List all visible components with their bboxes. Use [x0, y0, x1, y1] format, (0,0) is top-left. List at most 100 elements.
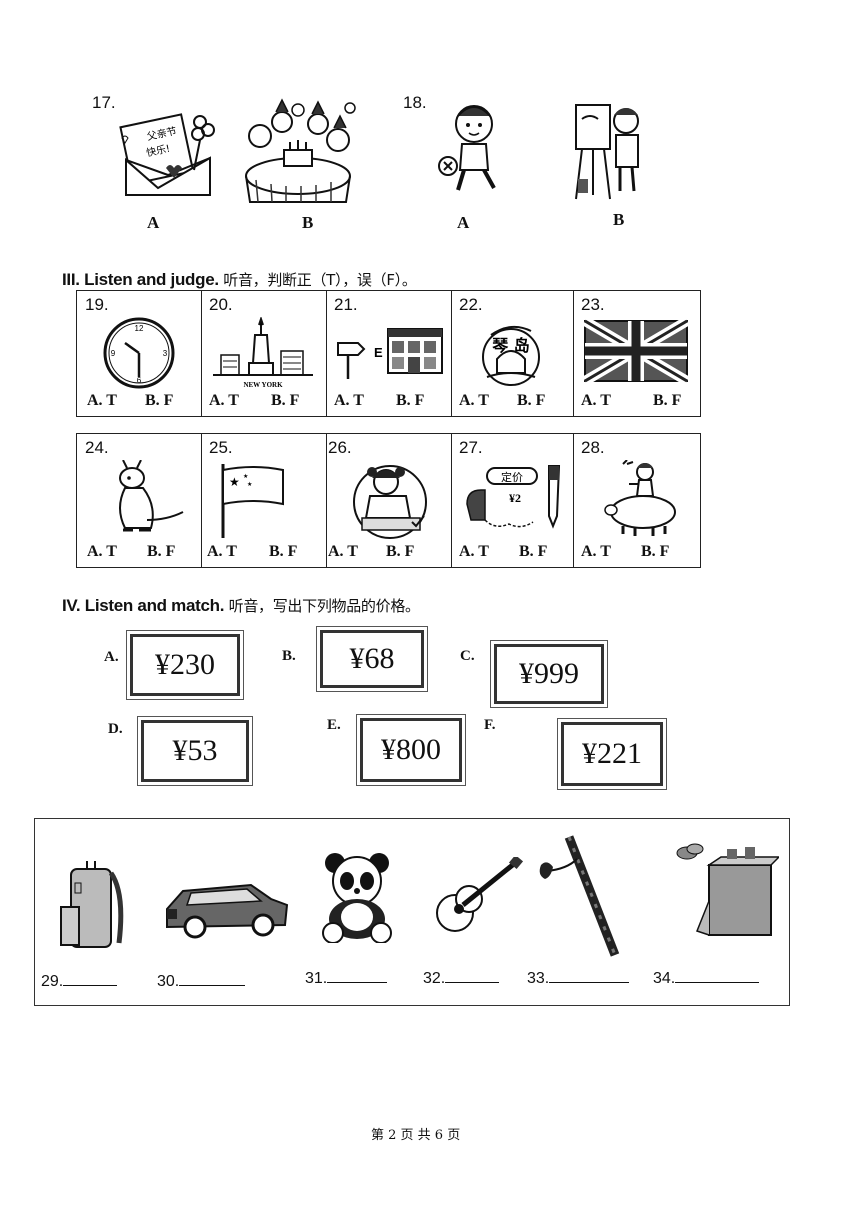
option-b[interactable]: B. F [269, 543, 298, 560]
judge-grid-row-1: 19. 12 3 6 9 A. T B. F 20. [76, 290, 701, 417]
judge-grid-row-2: 24. A. T B. F 25. ★ ★ ★ A. T B [76, 433, 701, 568]
flute-icon [533, 833, 627, 959]
cell-number: 20. [209, 295, 233, 314]
question-18-number: 18. [403, 93, 427, 112]
birthday-party-icon [236, 98, 361, 206]
judge-cell-21: 21. E A. T B. F [326, 291, 452, 416]
price-box-e: ¥800 [356, 714, 466, 786]
item-33-answer[interactable]: 33. [527, 970, 630, 988]
option-b[interactable]: B. F [517, 392, 546, 409]
price-label-d: D. [108, 721, 123, 737]
item-30-answer[interactable]: 30. [157, 973, 246, 991]
cell-number: 19. [85, 295, 109, 314]
option-a[interactable]: A. T [459, 392, 489, 409]
girl-drawing-icon [336, 460, 441, 539]
item-32-answer[interactable]: 32. [423, 970, 500, 988]
cell-number: 25. [209, 438, 233, 457]
cell-number: 28. [581, 438, 605, 457]
cell-number: 23. [581, 295, 605, 314]
price-box-d: ¥53 [137, 716, 253, 786]
svg-text:快乐!: 快乐! [145, 143, 171, 160]
q18-option-b[interactable]: B [613, 210, 625, 229]
item-34-answer[interactable]: 34. [653, 970, 760, 988]
judge-cell-19: 19. 12 3 6 9 A. T B. F [77, 291, 202, 416]
price-box-b: ¥68 [316, 626, 428, 692]
price-label-e: E. [327, 717, 341, 733]
option-b[interactable]: B. F [519, 543, 548, 560]
option-a[interactable]: A. T [334, 392, 364, 409]
price-box-c: ¥999 [490, 640, 608, 708]
item-number: 31. [305, 970, 328, 987]
svg-text:★: ★ [229, 475, 240, 489]
cell-number: 26. [328, 438, 352, 457]
item-number: 30. [157, 973, 180, 990]
car-icon [161, 869, 291, 939]
item-number: 32. [423, 970, 446, 987]
backpack-icon [57, 857, 129, 949]
option-a[interactable]: A. T [87, 543, 117, 560]
option-a[interactable]: A. T [581, 392, 611, 409]
city-emblem-icon: 琴 岛 [461, 317, 563, 388]
option-b[interactable]: B. F [653, 392, 682, 409]
q17-option-a[interactable]: A [147, 213, 160, 232]
guitar-icon [433, 857, 525, 937]
section-3-title: III. Listen and judge. 听音，判断正（T），误（F）。 [62, 269, 417, 290]
option-b[interactable]: B. F [641, 543, 670, 560]
option-b[interactable]: B. F [396, 392, 425, 409]
judge-cell-20: 20. NEW YORK A. T B. F [201, 291, 327, 416]
greeting-card-icon: 父亲节 快乐! [118, 100, 218, 205]
option-a[interactable]: A. T [581, 543, 611, 560]
panda-icon [317, 851, 397, 943]
new-york-caption: NEW YORK [243, 381, 283, 389]
item-number: 33. [527, 970, 550, 987]
q18-option-a[interactable]: A [457, 213, 470, 232]
judge-cell-25: 25. ★ ★ ★ A. T B. F [201, 434, 327, 567]
svg-text:3: 3 [163, 349, 168, 358]
statue-of-liberty-icon: NEW YORK [211, 317, 316, 389]
q17-option-b[interactable]: B [302, 213, 314, 232]
clock-icon: 12 3 6 9 [87, 317, 191, 389]
price-box-f: ¥221 [557, 718, 667, 790]
question-17-number: 17. [92, 93, 116, 112]
item-number: 29. [41, 973, 64, 990]
price-box-a: ¥230 [126, 630, 244, 700]
option-a[interactable]: A. T [328, 543, 358, 560]
svg-text:★: ★ [247, 481, 252, 488]
svg-text:★: ★ [243, 473, 248, 480]
boy-football-icon [434, 100, 514, 200]
section-3-title-cn: 听音，判断正（T），误（F）。 [223, 271, 417, 289]
option-a[interactable]: A. T [459, 543, 489, 560]
judge-cell-24: 24. A. T B. F [77, 434, 202, 567]
price-tag-text: 定价 [501, 470, 523, 484]
judge-cell-26: 26. A. T B. F [326, 434, 452, 567]
svg-text:12: 12 [135, 324, 144, 333]
option-a[interactable]: A. T [207, 543, 237, 560]
china-flag-icon: ★ ★ ★ [211, 460, 316, 539]
judge-cell-27: 27. 定价 ¥2 A. T B. F [451, 434, 574, 567]
signpost-building-icon: E [336, 317, 443, 388]
kangaroo-icon [87, 460, 191, 539]
section-3-title-en: III. Listen and judge. [62, 270, 219, 289]
price-label-b: B. [282, 648, 296, 664]
judge-cell-22: 22. 琴 岛 A. T B. F [451, 291, 574, 416]
item-31-answer[interactable]: 31. [305, 970, 388, 988]
judge-cell-28: 28. A. T B. F [573, 434, 700, 567]
item-29-answer[interactable]: 29. [41, 973, 118, 991]
option-b[interactable]: B. F [147, 543, 176, 560]
price-label-c: C. [460, 648, 475, 664]
price-tag-value: ¥2 [509, 491, 521, 505]
option-b[interactable]: B. F [145, 392, 174, 409]
page-footer: 第 2 页 共 6 页 [371, 1128, 461, 1143]
thumbs-pen-icon: 定价 ¥2 [461, 460, 563, 539]
emblem-text: 琴 岛 [491, 336, 530, 355]
option-a[interactable]: A. T [209, 392, 239, 409]
section-4-title-en: IV. Listen and match. [62, 596, 225, 615]
option-b[interactable]: B. F [271, 392, 300, 409]
uk-flag-icon [583, 317, 690, 388]
cell-number: 22. [459, 295, 483, 314]
price-label-f: F. [484, 717, 496, 733]
option-a[interactable]: A. T [87, 392, 117, 409]
option-b[interactable]: B. F [386, 543, 415, 560]
tea-table-icon [669, 841, 779, 941]
items-box: 29. 30. 31. 32. [34, 818, 790, 1006]
